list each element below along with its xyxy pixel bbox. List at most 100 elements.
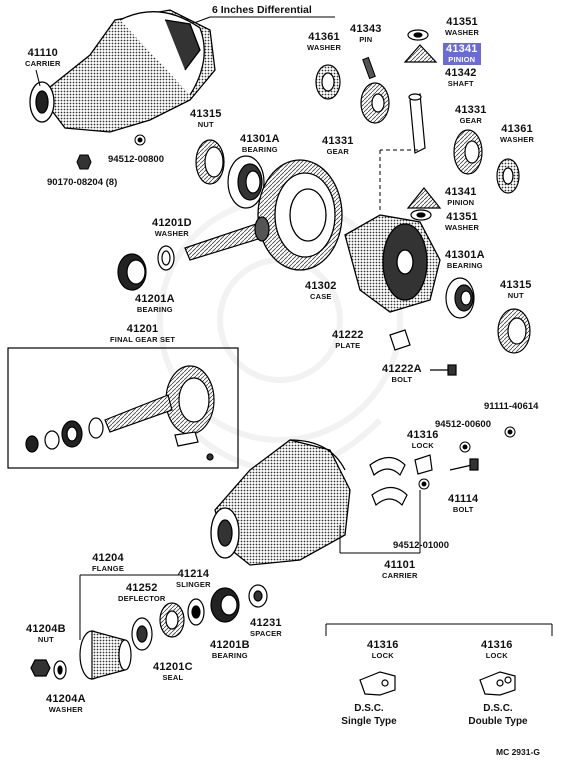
part-name: WASHER (445, 28, 480, 37)
bolt-90170-drawing (76, 154, 92, 170)
part-name: DEFLECTOR (118, 594, 166, 603)
part-name: SHAFT (447, 79, 474, 88)
washer-41351-mid-drawing (410, 209, 432, 221)
part-name: SPACER (250, 629, 282, 638)
carrier-41110-drawing (29, 9, 216, 133)
label-91111-40614: 91111-40614 (484, 401, 539, 412)
flange-41204-drawing (79, 630, 132, 680)
nut-41315-mid-drawing (497, 308, 531, 354)
gear-41331-left-drawing (360, 82, 390, 124)
part-name: PINION (448, 55, 476, 64)
part-name: WASHER (307, 43, 342, 52)
bearing-41301a-mid-drawing (445, 277, 475, 319)
part-number: 41361 (308, 31, 340, 43)
caption-line: Single Type (341, 715, 397, 727)
part-name: WASHER (500, 135, 535, 144)
label-41201d: 41201D WASHER (152, 218, 192, 238)
label-41201b: 41201B BEARING (210, 640, 250, 660)
part-number: 41201D (152, 217, 192, 229)
caption-double-type: D.S.C. Double Type (458, 703, 538, 728)
part-number: 41361 (501, 123, 533, 135)
part-name: BEARING (136, 305, 173, 314)
part-name: NUT (197, 120, 214, 129)
washer-94512-00800-drawing (134, 134, 146, 146)
bearing-caps-drawing (369, 456, 408, 507)
bearing-41201a-drawing (117, 253, 147, 291)
pinion-41341-top-drawing (403, 44, 438, 63)
part-number: 41201B (210, 639, 250, 651)
label-41214: 41214 SLINGER (176, 569, 211, 589)
part-name: WASHER (445, 223, 480, 232)
part-name: GEAR (459, 116, 483, 125)
part-number: 41351 (446, 16, 478, 28)
part-number: 41201C (153, 661, 193, 673)
part-name: FINAL GEAR SET (110, 335, 176, 344)
part-name: WASHER (48, 705, 83, 714)
diagram-title: 6 Inches Differential (212, 4, 312, 16)
part-number: 41222 (332, 329, 364, 341)
case-41302-drawing (344, 214, 441, 313)
label-41204: 41204 FLANGE (92, 553, 124, 573)
part-number: 41343 (350, 23, 382, 35)
shaft-41342-drawing (408, 92, 426, 154)
part-number: 41101 (384, 559, 416, 571)
part-number: 41316 (407, 429, 439, 441)
part-name: NUT (507, 291, 524, 300)
final-gear-set-drawing (25, 365, 215, 461)
label-41351-mid: 41351 WASHER (445, 212, 479, 232)
part-number: 41204A (46, 693, 86, 705)
part-name: BEARING (446, 261, 483, 270)
washer-41361-right-drawing (496, 158, 520, 194)
part-name: CASE (309, 292, 332, 301)
deflector-41252-drawing (131, 617, 153, 651)
spacer-41231-drawing (248, 584, 268, 608)
pinion-41341-mid-drawing (406, 187, 442, 209)
part-name: BEARING (241, 145, 278, 154)
label-41316-lock: 41316 LOCK (407, 430, 439, 450)
label-41110: 41110 CARRIER (25, 48, 61, 68)
part-number: 41201 (126, 323, 159, 335)
part-number: 41204B (26, 623, 66, 635)
part-number: 41316 (367, 639, 399, 651)
label-41101: 41101 CARRIER (382, 560, 418, 580)
part-name: LOCK (371, 651, 394, 660)
part-number: 41301A (445, 249, 485, 261)
part-name: FLANGE (92, 564, 125, 573)
part-number: 41302 (305, 280, 337, 292)
label-41315-top: 41315 NUT (190, 109, 222, 129)
part-name: PLATE (335, 341, 361, 350)
seal-41201c-drawing (159, 602, 185, 638)
label-94512-00600: 94512-00600 (435, 419, 491, 430)
pin-41343-drawing (362, 56, 376, 80)
diagram-code: MC 2931-G (496, 747, 540, 757)
part-number: 41252 (125, 582, 158, 594)
part-name: LOCK (411, 441, 434, 450)
washer-small-drawing (418, 426, 516, 490)
lock-41316-drawing (414, 454, 433, 475)
part-number: 41315 (190, 108, 222, 120)
label-41222: 41222 PLATE (332, 330, 364, 350)
label-41301a-mid: 41301A BEARING (445, 250, 485, 270)
plate-41222-drawing (389, 329, 411, 351)
washer-41204a-drawing (53, 660, 67, 680)
part-name: SLINGER (176, 580, 211, 589)
label-41114: 41114 BOLT (448, 494, 478, 514)
part-number: 41316 (481, 639, 513, 651)
lock-single-drawing (359, 671, 396, 696)
part-number: 41331 (455, 104, 487, 116)
part-number: 41331 (322, 135, 354, 147)
label-41361-right: 41361 WASHER (500, 124, 534, 144)
label-41341-top-highlighted[interactable]: 41341 PINION (443, 43, 481, 65)
washer-41351-top-drawing (407, 29, 429, 41)
nut-41204b-drawing (30, 659, 51, 677)
part-number: 41204 (92, 552, 124, 564)
part-number: 41114 (448, 493, 479, 505)
part-name: BOLT (452, 505, 474, 514)
washer-41361-top-drawing (315, 64, 341, 100)
part-number: 41341 (445, 186, 477, 198)
label-41231: 41231 SPACER (250, 618, 282, 638)
label-41204a: 41204A WASHER (46, 694, 86, 714)
part-name: PINION (447, 198, 475, 207)
label-41201: 41201 FINAL GEAR SET (110, 324, 175, 344)
